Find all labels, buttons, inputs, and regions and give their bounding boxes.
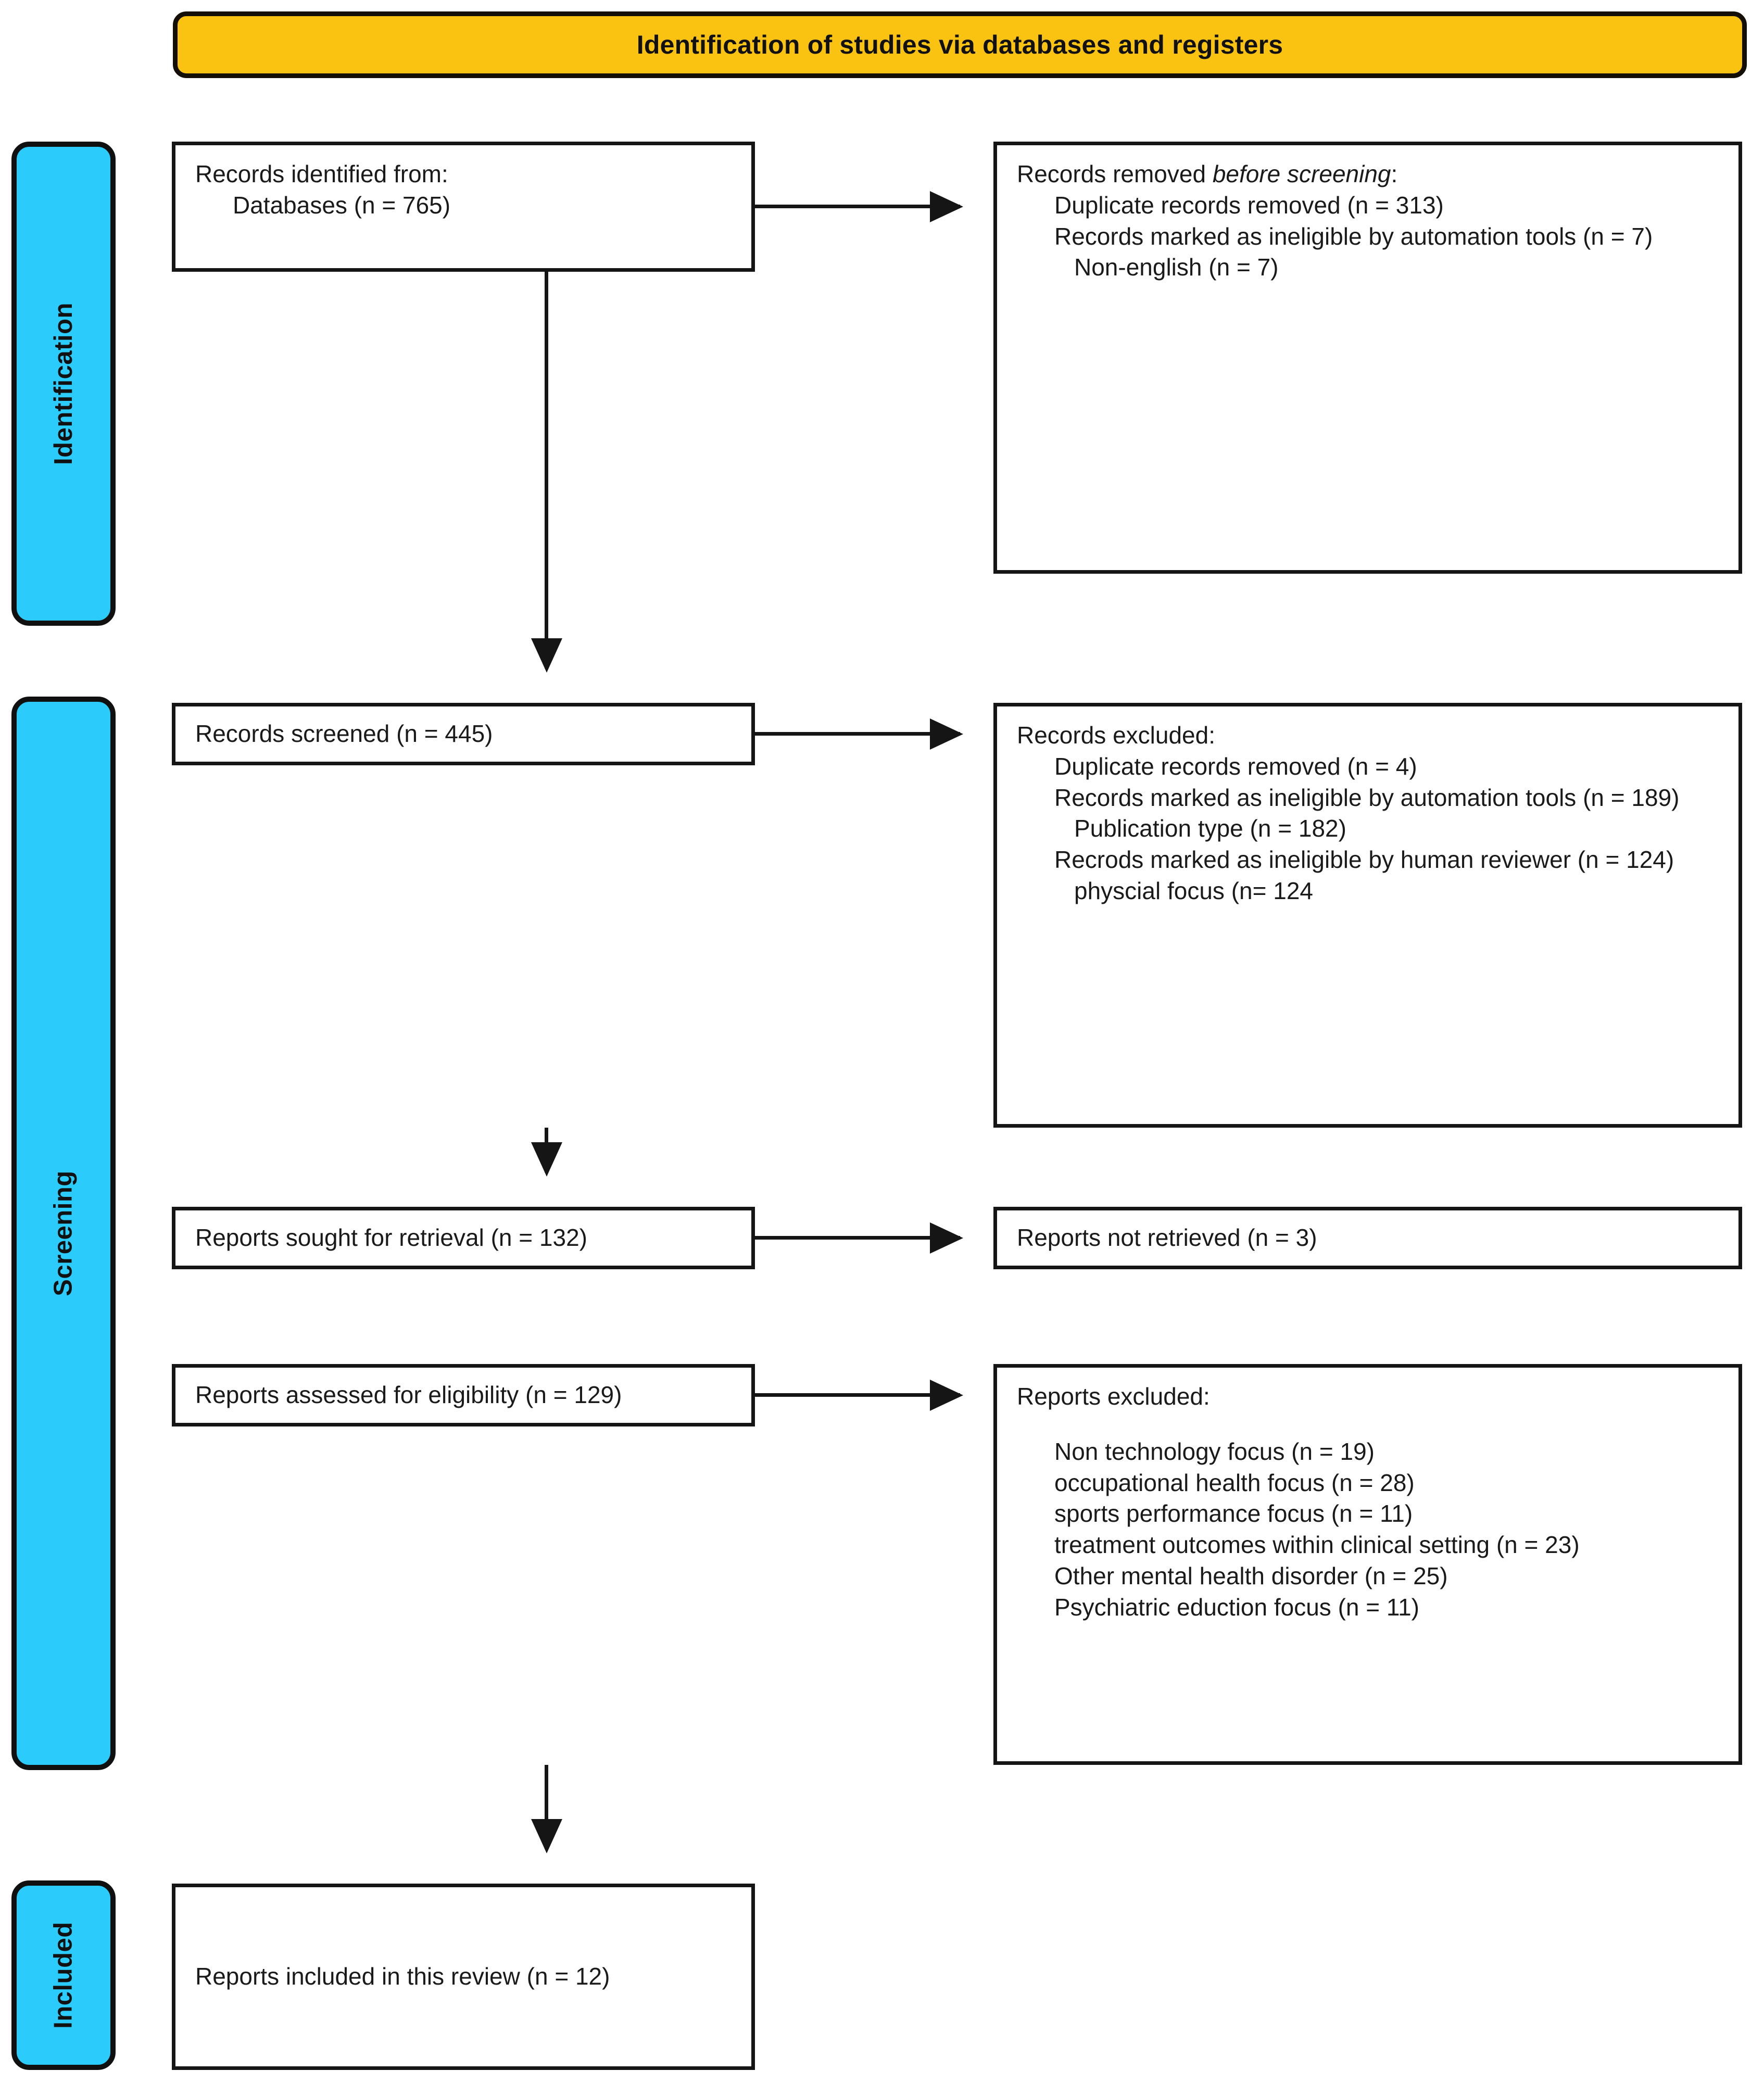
box-line-item: Non technology focus (n = 19) bbox=[1054, 1437, 1375, 1465]
box-heading: Records excluded: bbox=[1017, 722, 1215, 749]
box-heading: Reports assessed for eligibility (n = 12… bbox=[195, 1381, 622, 1409]
arrow-screened-to-records-excluded bbox=[755, 732, 960, 736]
box-heading: Records identified from: bbox=[195, 160, 448, 187]
diagram-header-banner: Identification of studies via databases … bbox=[173, 11, 1747, 78]
box-heading: Reports included in this review (n = 12) bbox=[195, 1963, 610, 1990]
box-heading-emphasis: before screening bbox=[1212, 160, 1391, 187]
stage-tab-screening: Screening bbox=[11, 697, 116, 1770]
stage-tab-included: Included bbox=[11, 1880, 116, 2070]
box-line-item: Psychiatric eduction focus (n = 11) bbox=[1054, 1593, 1419, 1621]
box-line-item: Records marked as ineligible by automati… bbox=[1054, 222, 1653, 250]
box-line-item: occupational health focus (n = 28) bbox=[1054, 1469, 1415, 1496]
box-heading: Reports excluded: bbox=[1017, 1383, 1210, 1410]
box-records-screened: Records screened (n = 445) bbox=[172, 703, 755, 765]
diagram-title: Identification of studies via databases … bbox=[636, 30, 1283, 59]
arrow-assessed-to-included bbox=[545, 1765, 548, 1849]
box-records-identified: Records identified from: Databases (n = … bbox=[172, 142, 755, 272]
box-line-item: physcial focus (n= 124 bbox=[1074, 877, 1313, 904]
stage-label-identification: Identification bbox=[49, 302, 78, 465]
box-reports-assessed-for-eligibility: Reports assessed for eligibility (n = 12… bbox=[172, 1364, 755, 1426]
box-reports-included: Reports included in this review (n = 12) bbox=[172, 1884, 755, 2070]
stage-label-included: Included bbox=[49, 1922, 78, 2029]
box-heading-suffix: : bbox=[1391, 160, 1398, 187]
box-line-item: Publication type (n = 182) bbox=[1074, 815, 1346, 842]
box-records-excluded: Records excluded: Duplicate records remo… bbox=[993, 703, 1742, 1128]
box-line-item: Duplicate records removed (n = 313) bbox=[1054, 191, 1444, 219]
stage-label-screening: Screening bbox=[49, 1170, 78, 1296]
stage-tab-identification: Identification bbox=[11, 142, 116, 626]
box-line-item: Non-english (n = 7) bbox=[1074, 254, 1279, 281]
box-reports-sought-for-retrieval: Reports sought for retrieval (n = 132) bbox=[172, 1207, 755, 1269]
arrow-assessed-to-reports-excluded bbox=[755, 1393, 960, 1397]
box-line-item: Recrods marked as ineligible by human re… bbox=[1054, 846, 1674, 874]
arrow-identified-to-screened bbox=[545, 272, 548, 668]
box-reports-excluded: Reports excluded: Non technology focus (… bbox=[993, 1364, 1742, 1765]
box-heading: Records screened (n = 445) bbox=[195, 720, 493, 748]
box-line-item: sports performance focus (n = 11) bbox=[1054, 1500, 1413, 1527]
box-line-item: Records marked as ineligible by automati… bbox=[1054, 784, 1680, 811]
box-heading: Reports not retrieved (n = 3) bbox=[1017, 1224, 1317, 1252]
box-heading: Reports sought for retrieval (n = 132) bbox=[195, 1224, 587, 1252]
box-heading-prefix: Records removed bbox=[1017, 160, 1213, 187]
arrow-identified-to-removed bbox=[755, 205, 960, 208]
box-line-item: Databases (n = 765) bbox=[233, 191, 451, 219]
arrow-sought-to-not-retrieved bbox=[755, 1236, 960, 1240]
box-line-item: Duplicate records removed (n = 4) bbox=[1054, 752, 1417, 780]
box-line-item: Other mental health disorder (n = 25) bbox=[1054, 1562, 1448, 1589]
spacer bbox=[1017, 1412, 1724, 1436]
box-reports-not-retrieved: Reports not retrieved (n = 3) bbox=[993, 1207, 1742, 1269]
arrow-screened-to-sought bbox=[545, 1128, 548, 1172]
box-line-item: treatment outcomes within clinical setti… bbox=[1054, 1531, 1580, 1559]
box-records-removed-before-screening: Records removed before screening: Duplic… bbox=[993, 142, 1742, 574]
box-heading: Records removed before screening: bbox=[1017, 159, 1724, 190]
